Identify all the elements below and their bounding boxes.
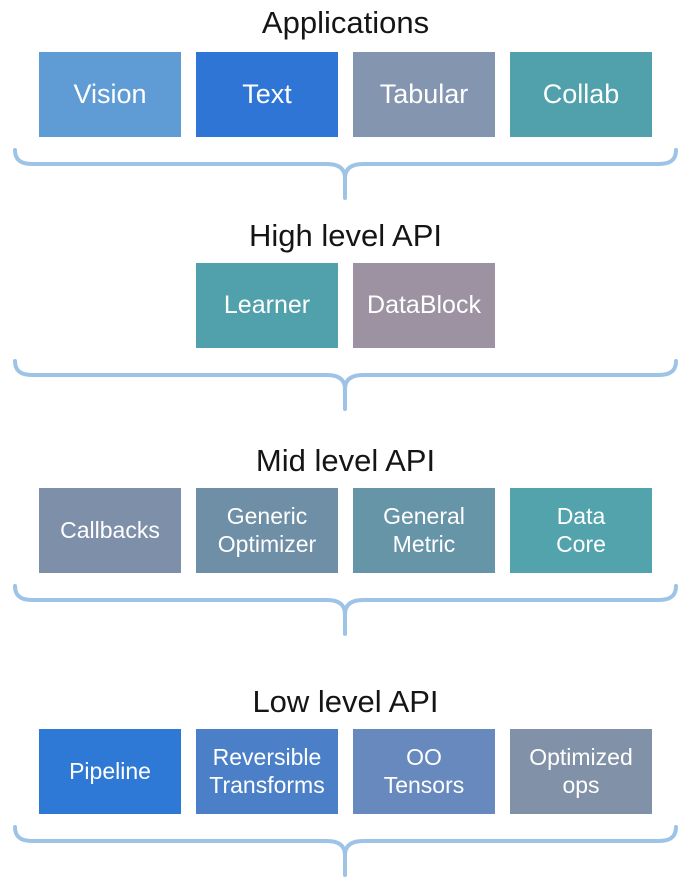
box-generic-optimizer: Generic Optimizer [196,488,338,573]
box-oo-tensors: OO Tensors [353,729,495,814]
section-mid-level-api-title: Mid level API [255,443,436,478]
low-level-box-row: Pipeline Reversible Transforms OO Tensor… [39,729,652,814]
section-mid-level-api: Mid level API Callbacks Generic Optimize… [0,412,691,637]
box-tabular: Tabular [353,52,495,137]
box-vision: Vision [39,52,181,137]
box-datablock: DataBlock [353,263,495,348]
brace-down-icon [13,825,678,877]
box-reversible-transforms: Reversible Transforms [196,729,338,814]
section-high-level-api-title: High level API [249,218,442,253]
brace-path [13,359,678,411]
section-applications-title: Applications [261,5,430,40]
box-text: Text [196,52,338,137]
box-pipeline: Pipeline [39,729,181,814]
box-optimized-ops: Optimized ops [510,729,652,814]
brace-down-icon [13,359,678,411]
mid-level-box-row: Callbacks Generic Optimizer General Metr… [39,488,652,573]
applications-box-row: Vision Text Tabular Collab [39,52,652,137]
brace-down-icon [13,584,678,636]
box-general-metric: General Metric [353,488,495,573]
brace-path [13,584,678,636]
box-learner: Learner [196,263,338,348]
section-low-level-api: Low level API Pipeline Reversible Transf… [0,637,691,878]
box-callbacks: Callbacks [39,488,181,573]
high-level-box-row: Learner DataBlock [196,263,495,348]
brace-path [13,825,678,877]
section-applications: Applications Vision Text Tabular Collab [0,0,691,201]
brace-path [13,148,678,200]
section-low-level-api-title: Low level API [252,684,439,719]
brace-down-icon [13,148,678,200]
section-high-level-api: High level API Learner DataBlock [0,201,691,412]
box-collab: Collab [510,52,652,137]
box-data-core: Data Core [510,488,652,573]
